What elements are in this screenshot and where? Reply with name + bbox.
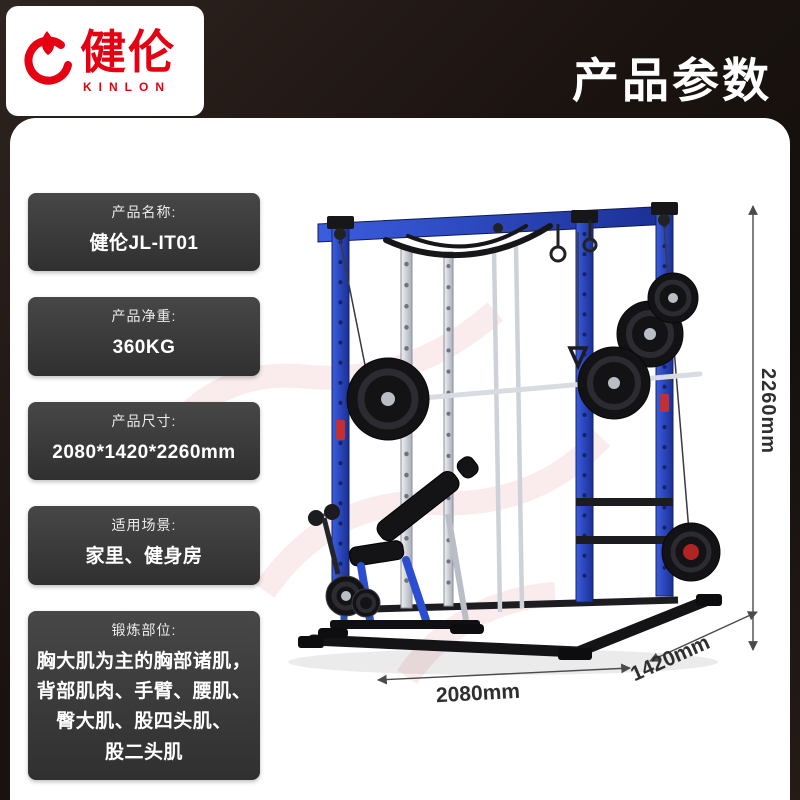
spec-card-product-name: 产品名称: 健伦JL-IT01: [28, 193, 260, 272]
spec-card-net-weight: 产品净重: 360KG: [28, 297, 260, 376]
page-title: 产品参数: [572, 54, 772, 107]
spec-label: 产品净重:: [111, 308, 177, 325]
brand-text-block: 健伦 KINLON: [80, 29, 176, 94]
bench: [307, 456, 484, 638]
product-image: [288, 202, 722, 675]
barbell: [346, 346, 703, 441]
spec-card-size: 产品尺寸: 2080*1420*2260mm: [28, 401, 260, 481]
brand-logo-badge: 健伦 KINLON: [6, 6, 204, 116]
brand-subtitle: KINLON: [83, 79, 171, 94]
spec-value: 360KG: [112, 337, 176, 359]
spec-label: 锻炼部位:: [111, 621, 177, 638]
dimension-height-label: 2260mm: [757, 368, 779, 455]
spec-card-muscles: 锻炼部位: 胸大肌为主的胸部诸肌， 背部肌肉、手臂、腰肌、 臀大肌、股四头肌、 …: [28, 610, 260, 781]
spec-value: 健伦JL-IT01: [89, 233, 199, 254]
brand-logo-icon: [24, 31, 72, 85]
spec-label: 产品尺寸:: [111, 412, 177, 429]
spec-value: 2080*1420*2260mm: [52, 441, 236, 463]
content-card: 产品名称: 健伦JL-IT01 产品净重: 360KG 产品尺寸: 2080*1…: [10, 118, 790, 800]
spec-label: 产品名称:: [111, 204, 177, 220]
spec-card-scenario: 适用场景: 家里、健身房: [28, 506, 260, 585]
brand-name: 健伦: [80, 25, 176, 78]
spec-value: 家里、健身房: [85, 546, 203, 568]
spec-label: 适用场景:: [111, 517, 177, 534]
spec-list: 产品名称: 健伦JL-IT01 产品净重: 360KG 产品尺寸: 2080*1…: [28, 193, 260, 800]
machine-base: [298, 594, 722, 660]
spec-value: 胸大肌为主的胸部诸肌， 背部肌肉、手臂、腰肌、 臀大肌、股四头肌、 股二头肌: [36, 650, 252, 763]
